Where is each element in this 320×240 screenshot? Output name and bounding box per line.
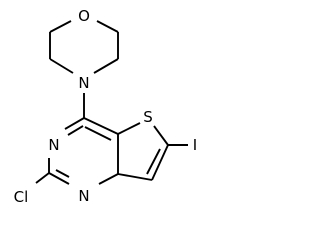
- bond-c4a-c4-inner: [84, 126, 112, 141]
- pyrimidine-nitrogen-upper-atom-label: N: [48, 136, 59, 154]
- chemical-structure: O N S I N N Cl: [14, 7, 198, 206]
- pyrimidine-ring: [48, 117, 119, 185]
- bond-morpholine-c4-o: [96, 20, 119, 33]
- thiophene-ring: [117, 122, 169, 181]
- bond-c7-c7a: [117, 173, 153, 181]
- bond-n1-c7a: [98, 173, 119, 185]
- bond-s-c6: [153, 125, 169, 146]
- bond-morpholine-n-c3: [93, 58, 119, 74]
- bond-morpholine-c2-n: [49, 58, 74, 74]
- bond-morpholine-o-c1: [49, 20, 72, 33]
- bond-c6-c7-inner: [146, 148, 161, 175]
- pyrimidine-nitrogen-lower-atom-label: N: [78, 187, 89, 205]
- bond-c4-n3-inner: [67, 125, 84, 136]
- morpholine-ring: [49, 20, 119, 74]
- sulfur-atom-label: S: [143, 108, 153, 126]
- bond-c4a-c4-outer: [83, 117, 119, 135]
- bond-c2-n1-outer: [48, 172, 70, 185]
- bond-c2-chlorine: [35, 172, 50, 184]
- bond-c4a-s: [117, 122, 141, 135]
- bond-c2-n1-inner: [55, 169, 70, 178]
- iodine-atom-label: I: [193, 136, 197, 154]
- oxygen-atom-label: O: [78, 7, 90, 25]
- morpholine-nitrogen-atom-label: N: [78, 74, 89, 92]
- bond-c4-n3-outer: [64, 117, 85, 130]
- chlorine-atom-label: Cl: [14, 188, 29, 206]
- bond-c6-c7-outer: [151, 144, 169, 181]
